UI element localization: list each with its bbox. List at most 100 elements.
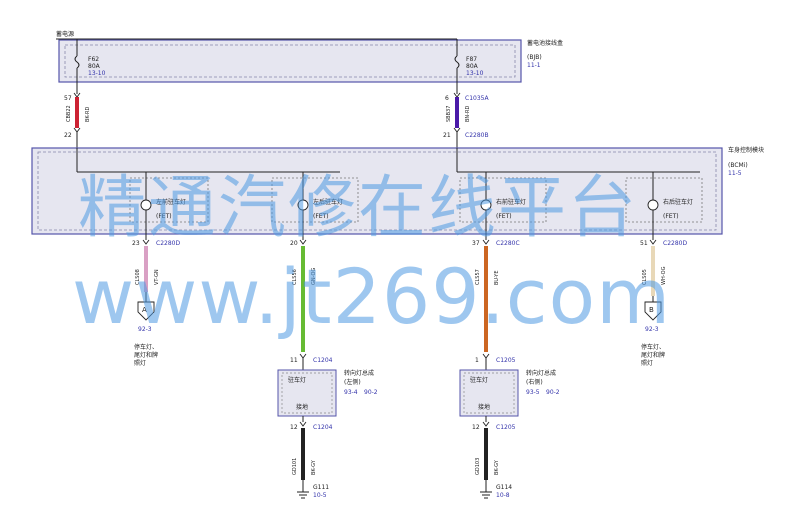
fet-4-symbol: [647, 199, 659, 211]
bcm-outline: [31, 147, 723, 235]
lamp-right-gnd-ref: 10-8: [496, 492, 510, 499]
link-right-conn-bottom-symbol: [453, 127, 461, 133]
fuse-right-rating: 80A: [466, 63, 479, 70]
bcm-ref: 11-5: [728, 170, 742, 177]
lamp-left-box: [277, 369, 337, 417]
lamp-right-ref1: 93-5: [526, 389, 540, 396]
fet-4-label: 右后驻车灯: [663, 198, 693, 206]
out-3-color: BU-YE: [494, 270, 500, 285]
offpage-a-text2: 尾灯和牌: [134, 351, 158, 359]
link-left-color: BK-RD: [85, 107, 91, 122]
fet-2-label: 左后驻车灯: [313, 198, 343, 206]
output-wire-4: 51 C2280D CLS05 WH-OG B 92-3 停车灯、 尾灯和牌 照…: [640, 210, 687, 367]
lamp-left-ground-label: 接地: [296, 403, 308, 411]
fuse-right-symbol: [454, 55, 460, 69]
fet-4-fet: (FET): [663, 213, 679, 220]
lamp-left-pin-out: 12: [290, 424, 298, 431]
out-4-color: WH-OG: [661, 266, 667, 285]
lamp-right-conn-in-symbol: [482, 353, 490, 359]
fet-1-label: 左前驻车灯: [156, 198, 186, 206]
lamp-assembly-right: 1 C1205 驻车灯 接地 转向灯总成 (右侧) 93-5 90-2 12 C…: [459, 353, 560, 499]
bcm-sub: (BCMi): [728, 162, 748, 169]
lamp-right-box: [459, 369, 519, 417]
battery-junction-box: 蓄电池接线盒 (BJB) 11-1: [58, 39, 563, 83]
offpage-b-text2: 尾灯和牌: [641, 351, 665, 359]
lamp-left-conn-in-symbol: [299, 353, 307, 359]
out-2-color: GN-OG: [311, 268, 317, 285]
lamp-right-gnd-code: GD103: [475, 458, 481, 475]
link-right-pin-bottom: 21: [443, 132, 451, 139]
lamp-left-title: 转向灯总成: [344, 369, 374, 377]
offpage-a-text1: 停车灯、: [134, 343, 158, 351]
lamp-left-gnd-ref: 10-5: [313, 492, 327, 499]
fuse-left-symbol: [74, 55, 80, 69]
fet-1-symbol: [140, 199, 152, 211]
out-4-conn-symbol: [649, 239, 657, 245]
bjb-title: 蓄电池接线盒: [527, 39, 563, 47]
fet-box-4: [625, 177, 703, 223]
lamp-left-ref1: 93-4: [344, 389, 358, 396]
link-left-code: CBB22: [66, 105, 72, 122]
lamp-assembly-left: 11 C1204 驻车灯 接地 转向灯总成 (左侧) 93-4 90-2 12 …: [277, 353, 378, 499]
power-label: 蓄电源: [56, 30, 74, 38]
fet-output-2: 左后驻车灯 (FET): [297, 172, 343, 220]
link-right-pin-top: 6: [445, 95, 449, 102]
lamp-left-ref2: 90-2: [364, 389, 378, 396]
out-3-code: CLS57: [475, 269, 481, 285]
out-1-pin: 23: [132, 240, 140, 247]
lamp-right-name: 驻车灯: [470, 376, 488, 384]
fuse-left: F62 80A 13-10: [74, 55, 106, 77]
fuse-right-name: F87: [466, 56, 477, 63]
bcm-title: 车身控制模块: [728, 146, 764, 154]
offpage-a-symbol: [137, 301, 155, 321]
out-3-conn: C2280C: [496, 240, 520, 247]
output-wire-3: 37 C2280C CLS57 BU-YE: [472, 210, 520, 352]
link-right: 6 C1035A SBB37 BN-RD 21 C2280B: [443, 92, 489, 148]
lamp-right-ground-label: 接地: [478, 403, 490, 411]
offpage-b-letter: B: [649, 306, 654, 314]
lamp-right-gnd: G114: [496, 484, 512, 491]
output-wire-2: 20 CLS56 GN-OG: [290, 210, 317, 352]
lamp-right-pin-out: 12: [472, 424, 480, 431]
lamp-left-gnd-color: BK-GY: [311, 459, 317, 475]
fuse-left-ref: 13-10: [88, 70, 106, 77]
lamp-left-conn-in: C1204: [313, 357, 333, 364]
link-left: 57 CBB22 BK-RD 22: [64, 92, 91, 148]
bjb-inner: [64, 44, 516, 78]
offpage-b-text1: 停车灯、: [641, 343, 665, 351]
fuse-left-name: F62: [88, 56, 99, 63]
lamp-right-title: 转向灯总成: [526, 369, 556, 377]
link-left-conn-bottom: [73, 127, 81, 133]
out-2-conn-symbol: [299, 239, 307, 245]
link-right-conn-bottom: C2280B: [465, 132, 489, 139]
lamp-left-name: 驻车灯: [288, 376, 306, 384]
fuse-right: F87 80A 13-10: [454, 55, 484, 77]
offpage-b-text3: 照灯: [641, 359, 653, 367]
out-1-conn: C2280D: [156, 240, 180, 247]
out-1-color: VT-GN: [154, 269, 160, 285]
link-right-code: SBB37: [446, 106, 452, 122]
fet-1-fet: (FET): [156, 213, 172, 220]
lamp-left-gnd-code: GD101: [292, 458, 298, 475]
fet-3-fet: (FET): [496, 213, 512, 220]
lamp-right-ref2: 90-2: [546, 389, 560, 396]
out-1-conn-symbol: [142, 239, 150, 245]
lamp-left-side: (左侧): [344, 378, 361, 386]
out-4-conn: C2280D: [663, 240, 687, 247]
out-3-pin: 37: [472, 240, 480, 247]
fuse-left-rating: 80A: [88, 63, 101, 70]
lamp-right-gnd-color: BK-GY: [494, 459, 500, 475]
fuse-right-ref: 13-10: [466, 70, 484, 77]
fet-box-2: [271, 177, 359, 223]
offpage-b-ref: 92-3: [645, 326, 659, 333]
lamp-right-conn-out-symbol: [482, 421, 490, 427]
fet-3-label: 右前驻车灯: [496, 198, 526, 206]
link-right-conn-top: C1035A: [465, 95, 489, 102]
output-wire-1: 23 C2280D CLS08 VT-GN A 92-3 停车灯、 尾灯和牌 照…: [132, 210, 180, 367]
bjb-ref: 11-1: [527, 62, 541, 69]
fet-3-symbol: [480, 199, 492, 211]
fet-2-fet: (FET): [313, 213, 329, 220]
bjb-sub: (BJB): [527, 54, 542, 61]
out-2-pin: 20: [290, 240, 298, 247]
